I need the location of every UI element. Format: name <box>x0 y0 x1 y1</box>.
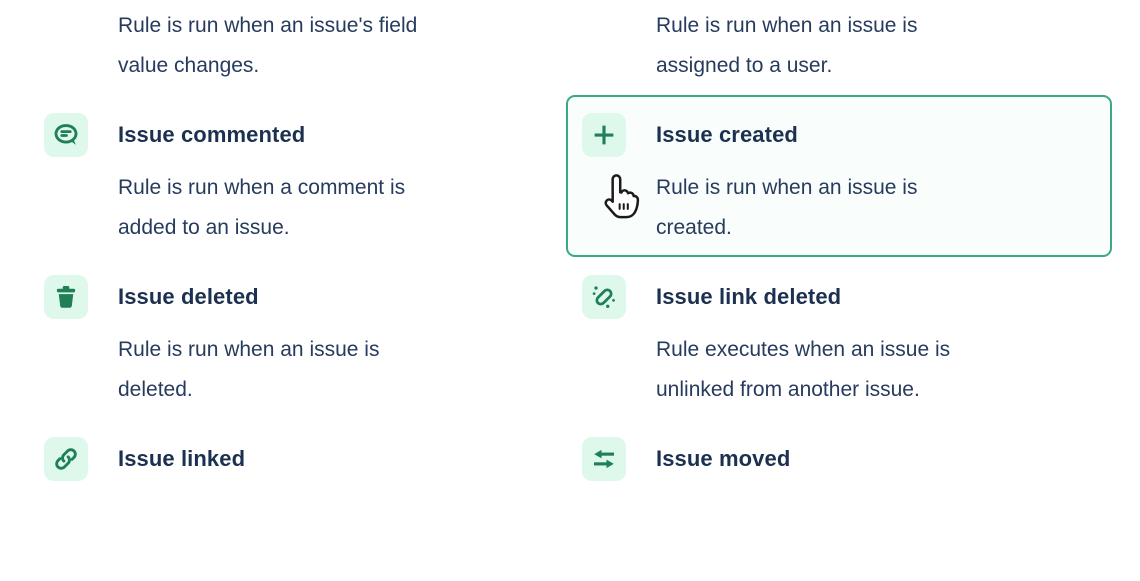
plus-icon <box>582 113 626 157</box>
trigger-issue-link-deleted[interactable]: Issue link deleted Rule executes when an… <box>566 257 1112 419</box>
trigger-field-value-changed-partial[interactable]: Rule is run when an issue's field value … <box>28 0 566 95</box>
trash-icon <box>44 275 88 319</box>
description-line: Rule executes when an issue is <box>656 338 951 361</box>
description-line: added to an issue. <box>118 216 290 239</box>
description-line: deleted. <box>118 378 193 401</box>
description-line: Rule is run when an issue's field <box>118 14 418 37</box>
trigger-description: Rule is run when a comment is added to a… <box>118 168 550 248</box>
description-line: Rule is run when a comment is <box>118 176 406 199</box>
trigger-options-grid: Rule is run when an issue's field value … <box>28 0 1112 581</box>
description-line: assigned to a user. <box>656 54 833 77</box>
trigger-issue-moved[interactable]: Issue moved <box>566 419 1112 581</box>
trigger-issue-linked[interactable]: Issue linked <box>28 419 566 581</box>
trigger-title: Issue created <box>656 122 798 147</box>
trigger-description: Rule is run when an issue is deleted. <box>118 330 550 410</box>
trigger-description: Rule is run when an issue is assigned to… <box>656 6 1096 86</box>
description-line: unlinked from another issue. <box>656 378 920 401</box>
trigger-issue-commented[interactable]: Issue commented Rule is run when a comme… <box>28 95 566 257</box>
trigger-description: Rule is run when an issue is created. <box>656 168 1096 248</box>
description-line: value changes. <box>118 54 260 77</box>
trigger-title: Issue link deleted <box>656 284 842 309</box>
swap-arrows-icon <box>582 437 626 481</box>
trigger-description: Rule is run when an issue's field value … <box>118 6 550 86</box>
description-line: Rule is run when an issue is <box>118 338 380 361</box>
description-line: created. <box>656 216 732 239</box>
description-line: Rule is run when an issue is <box>656 14 918 37</box>
trigger-title: Issue commented <box>118 122 306 147</box>
description-line: Rule is run when an issue is <box>656 176 918 199</box>
trigger-issue-deleted[interactable]: Issue deleted Rule is run when an issue … <box>28 257 566 419</box>
trigger-title: Issue deleted <box>118 284 259 309</box>
link-icon <box>44 437 88 481</box>
trigger-issue-assigned-partial[interactable]: Rule is run when an issue is assigned to… <box>566 0 1112 95</box>
trigger-title: Issue moved <box>656 446 791 471</box>
trigger-description: Rule executes when an issue is unlinked … <box>656 330 1096 410</box>
comment-icon <box>44 113 88 157</box>
trigger-title: Issue linked <box>118 446 246 471</box>
trigger-issue-created-selected[interactable]: Issue created Rule is run when an issue … <box>566 95 1112 257</box>
broken-link-icon <box>582 275 626 319</box>
